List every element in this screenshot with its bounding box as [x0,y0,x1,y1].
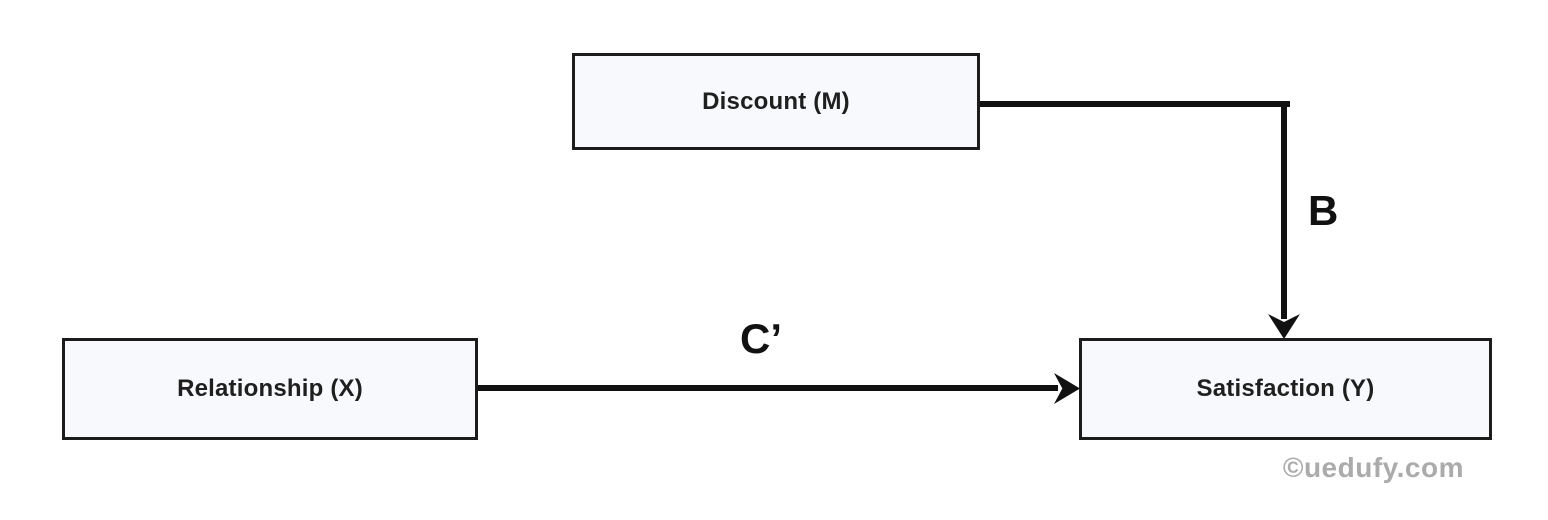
edge-b-vertical-segment [1281,101,1287,319]
node-satisfaction-dependent: Satisfaction (Y) [1079,338,1492,440]
node-discount-label: Discount (M) [702,87,850,115]
node-relationship-independent: Relationship (X) [62,338,478,440]
node-relationship-label: Relationship (X) [177,375,363,402]
edge-b-label: B [1308,187,1339,234]
watermark: ©uedufy.com [1282,452,1464,483]
edge-b-horizontal-segment [978,101,1290,107]
node-satisfaction-label: Satisfaction (Y) [1196,375,1375,402]
edge-c-horizontal-segment [478,385,1058,391]
node-discount-mediator: Discount (M) [572,53,980,150]
edge-c-label: C’ [740,315,782,362]
